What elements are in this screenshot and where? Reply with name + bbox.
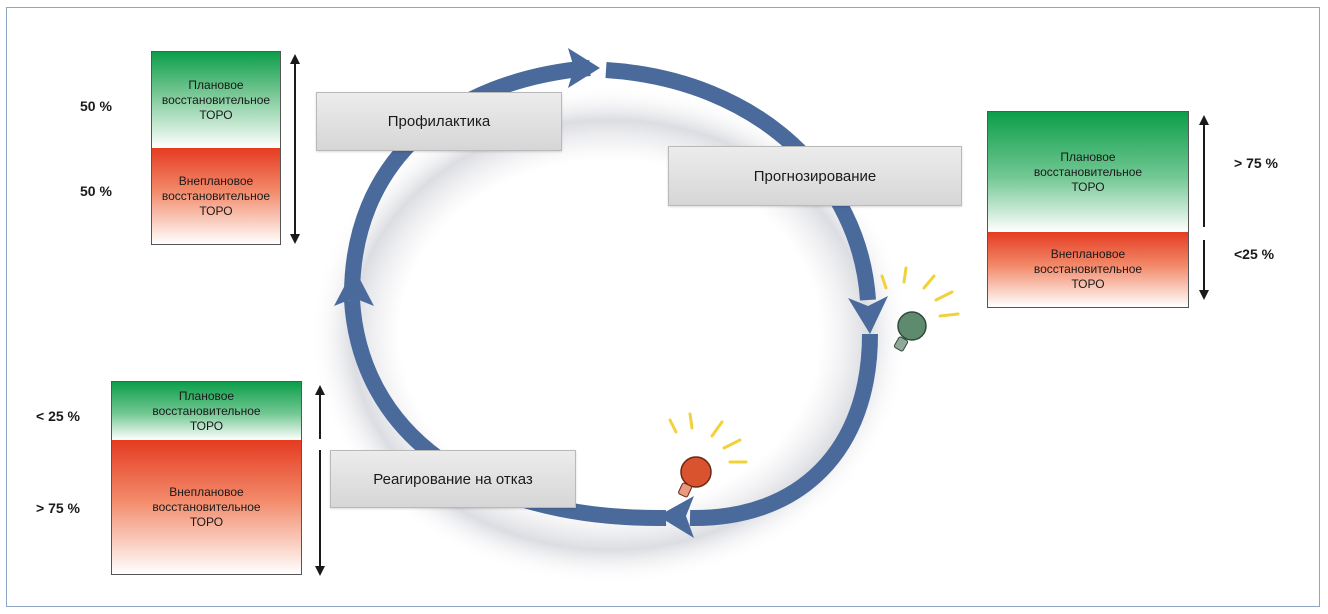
- cycle-arrowhead-left: [334, 268, 374, 306]
- red-bulb-icon: [668, 412, 748, 498]
- bar-right: Плановое восстановительное ТОРО Внеплано…: [987, 111, 1189, 308]
- cycle-arrowhead-top: [568, 48, 600, 88]
- bar-bottom-left-arrow-line-bottom: [319, 450, 321, 567]
- cycle-arrowhead-right: [848, 296, 888, 334]
- stage-prevention: Профилактика: [316, 92, 562, 151]
- stage-prevention-label: Профилактика: [387, 113, 491, 130]
- bar-bottom-left-arrow-down: [315, 566, 325, 576]
- bar-bottom-left-unplanned-pct: > 75 %: [36, 500, 80, 516]
- diagram-frame: [6, 7, 1320, 607]
- bar-top-left-unplanned: Внеплановое восстановительное ТОРО: [152, 148, 280, 244]
- bar-bottom-left-unplanned: Внеплановое восстановительное ТОРО: [112, 440, 301, 574]
- stage-prediction: Прогнозирование: [668, 146, 962, 206]
- bar-right-planned-pct: > 75 %: [1234, 155, 1278, 171]
- cycle-arrow-bottom: [689, 333, 878, 527]
- bar-bottom-left: Плановое восстановительное ТОРО Внеплано…: [111, 381, 302, 575]
- bar-bottom-left-planned-pct: < 25 %: [36, 408, 80, 424]
- bar-bottom-left-arrow-up: [315, 385, 325, 395]
- bar-top-left-planned-pct: 50 %: [80, 98, 112, 114]
- bar-top-left-arrow-up: [290, 54, 300, 64]
- bar-right-unplanned: Внеплановое восстановительное ТОРО: [988, 232, 1188, 307]
- bar-bottom-left-arrow-line-top: [319, 395, 321, 439]
- bar-top-left-planned: Плановое восстановительное ТОРО: [152, 52, 280, 148]
- stage-failure-response: Реагирование на отказ: [330, 450, 576, 508]
- bar-right-planned: Плановое восстановительное ТОРО: [988, 112, 1188, 232]
- bar-right-unplanned-pct: <25 %: [1234, 246, 1275, 262]
- bar-right-arrow-line-bottom: [1203, 240, 1205, 290]
- stage-failure-response-label: Реагирование на отказ: [373, 470, 533, 488]
- green-bulb-icon: [880, 266, 960, 352]
- bar-top-left-arrow-line: [294, 64, 296, 234]
- bar-top-left: Плановое восстановительное ТОРО Внеплано…: [151, 51, 281, 245]
- bar-right-arrow-up: [1199, 115, 1209, 125]
- bar-top-left-arrow-down: [290, 234, 300, 244]
- cycle-arrow-right: [605, 62, 876, 301]
- bar-top-left-unplanned-pct: 50 %: [80, 183, 112, 199]
- bar-bottom-left-planned: Плановое восстановительное ТОРО: [112, 382, 301, 440]
- stage-prediction-label: Прогнозирование: [753, 167, 877, 185]
- cycle-arrowhead-bottom: [658, 496, 694, 538]
- bar-right-arrow-line-top: [1203, 125, 1205, 227]
- bar-right-arrow-down: [1199, 290, 1209, 300]
